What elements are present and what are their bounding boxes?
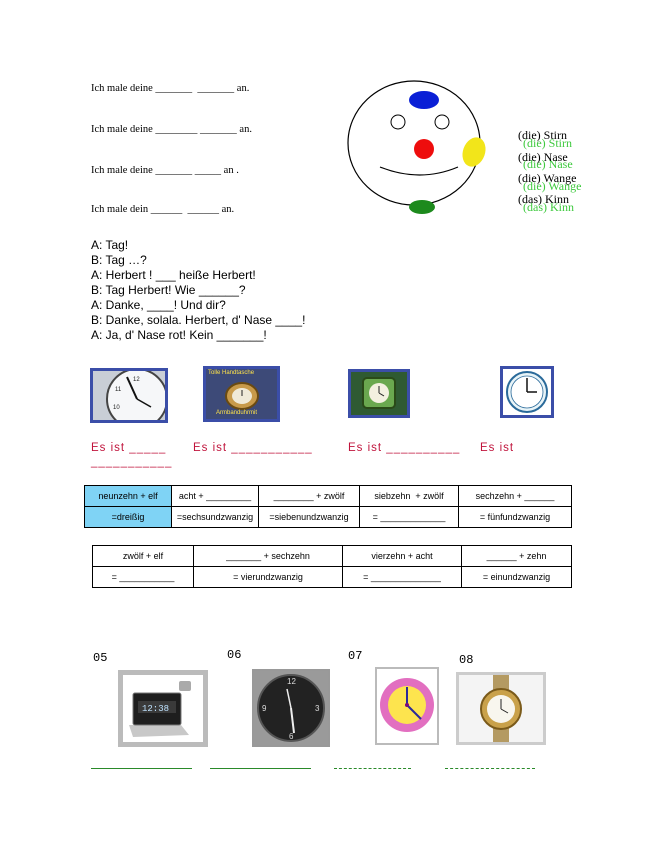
label-green-1: (die) Stirn: [523, 136, 572, 150]
table2-cell: = ______________: [342, 566, 462, 588]
math-table-1: neunzehn + elf acht + _________ ________…: [84, 485, 572, 528]
svg-text:6: 6: [289, 732, 294, 741]
table1-cell: sechzehn + ______: [458, 485, 572, 507]
chin-spot: [409, 200, 435, 214]
sentence-2: Ich male deine ________ _______ an.: [91, 124, 252, 135]
svg-text:11: 11: [115, 387, 122, 393]
svg-text:12:38: 12:38: [142, 704, 169, 714]
svg-text:12: 12: [287, 677, 296, 686]
dialog-line-1: A: Tag!: [91, 238, 129, 252]
answer-line: [445, 768, 535, 769]
black-clock-icon: 12 3 6 9: [257, 674, 325, 742]
label-green-2: (die) Nase: [523, 157, 573, 171]
svg-text:10: 10: [113, 405, 120, 411]
table1-cell: =sechsundzwanzig: [171, 506, 259, 528]
table1-cell: acht + _________: [171, 485, 259, 507]
svg-text:3: 3: [315, 704, 320, 713]
table2-cell: zwölf + elf: [92, 545, 194, 567]
dialog-line-4: B: Tag Herbert! Wie ______?: [91, 283, 246, 297]
sentence-1: Ich male deine _______ _______ an.: [91, 83, 250, 94]
table1-cell: ________ + zwölf: [258, 485, 360, 507]
picture-caption-top: Tolle Handtasche: [208, 370, 255, 376]
table1-cell: = _____________: [359, 506, 459, 528]
number-label: 06: [227, 648, 242, 662]
number-label: 05: [93, 651, 108, 665]
dialog-line-6: B: Danke, solala. Herbert, d' Nase ____!: [91, 313, 306, 327]
answer-line: [210, 768, 311, 769]
alarm-clock-picture: [348, 369, 410, 418]
label-black-4: (das) Kinn: [518, 192, 569, 206]
label-green-4: (das) Kinn: [523, 200, 574, 214]
es-ist-1: Es ist _____: [91, 442, 167, 454]
dialog-line-5: A: Danke, ____! Und dir?: [91, 298, 226, 312]
es-ist-continuation: ___________: [91, 456, 173, 468]
clock-face-icon: [506, 371, 548, 413]
clock-face-picture: [500, 366, 554, 418]
nose-spot: [414, 139, 434, 159]
number-label: 07: [348, 649, 363, 663]
sentence-4: Ich male dein ______ ______ an.: [91, 204, 235, 215]
table2-cell: = einundzwanzig: [461, 566, 572, 588]
cheek-spot: [462, 137, 486, 167]
black-clock-picture: 12 3 6 9: [252, 669, 330, 747]
label-green-3: (die) Wange: [523, 179, 582, 193]
es-ist-3: Es ist __________: [348, 442, 461, 454]
math-table-2: zwölf + elf _______ + sechzehn vierzehn …: [92, 545, 572, 588]
left-eye: [390, 114, 406, 130]
table1-cell: =dreißig: [84, 506, 172, 528]
table1-cell: =siebenundzwanzig: [258, 506, 360, 528]
flower-clock-icon: [380, 678, 434, 732]
wristwatch-icon: [480, 675, 522, 742]
wall-clock-picture: 10 11 12: [90, 368, 168, 430]
table2-cell: ______ + zehn: [461, 545, 572, 567]
alarm-clock-icon: [351, 372, 407, 415]
dialog-line-3: A: Herbert ! ___ heiße Herbert!: [91, 268, 256, 282]
mouth: [379, 166, 459, 176]
svg-text:12: 12: [133, 377, 140, 383]
projection-clock-picture: 12:38: [118, 670, 208, 747]
table2-cell: _______ + sechzehn: [193, 545, 343, 567]
table2-cell: vierzehn + acht: [342, 545, 462, 567]
label-black-3: (die) Wange: [518, 171, 577, 185]
watch-icon: [206, 369, 277, 419]
svg-text:9: 9: [262, 704, 267, 713]
dialog-line-7: A: Ja, d' Nase rot! Kein _______!: [91, 328, 267, 342]
table1-cell: siebzehn + zwölf: [359, 485, 459, 507]
face-drawing: [347, 80, 486, 214]
es-ist-4: Es ist: [480, 442, 515, 454]
digital-clock-icon: 12:38: [129, 681, 191, 737]
answer-line: [334, 768, 411, 769]
sentence-3: Ich male deine _______ _____ an .: [91, 165, 239, 176]
table2-cell: = vierundzwanzig: [193, 566, 343, 588]
forehead-spot: [409, 91, 439, 109]
picture-caption-bottom: Armbanduhrmit: [216, 410, 258, 416]
flower-clock-picture: [375, 667, 439, 745]
table2-cell: = ___________: [92, 566, 194, 588]
label-black-1: (die) Stirn: [518, 128, 567, 142]
handbag-watch-picture: Tolle Handtasche Armbanduhrmit: [203, 366, 280, 422]
es-ist-2: Es ist ___________: [193, 442, 313, 454]
label-black-2: (die) Nase: [518, 150, 568, 164]
answer-line: [91, 768, 192, 769]
wristwatch-picture: [456, 672, 546, 745]
table1-cell: neunzehn + elf: [84, 485, 172, 507]
table1-cell: = fünfundzwanzig: [458, 506, 572, 528]
number-label: 08: [459, 653, 474, 667]
right-eye: [434, 114, 450, 130]
wall-clock-icon: 10 11 12: [93, 368, 168, 430]
dialog-line-2: B: Tag …?: [91, 253, 147, 267]
